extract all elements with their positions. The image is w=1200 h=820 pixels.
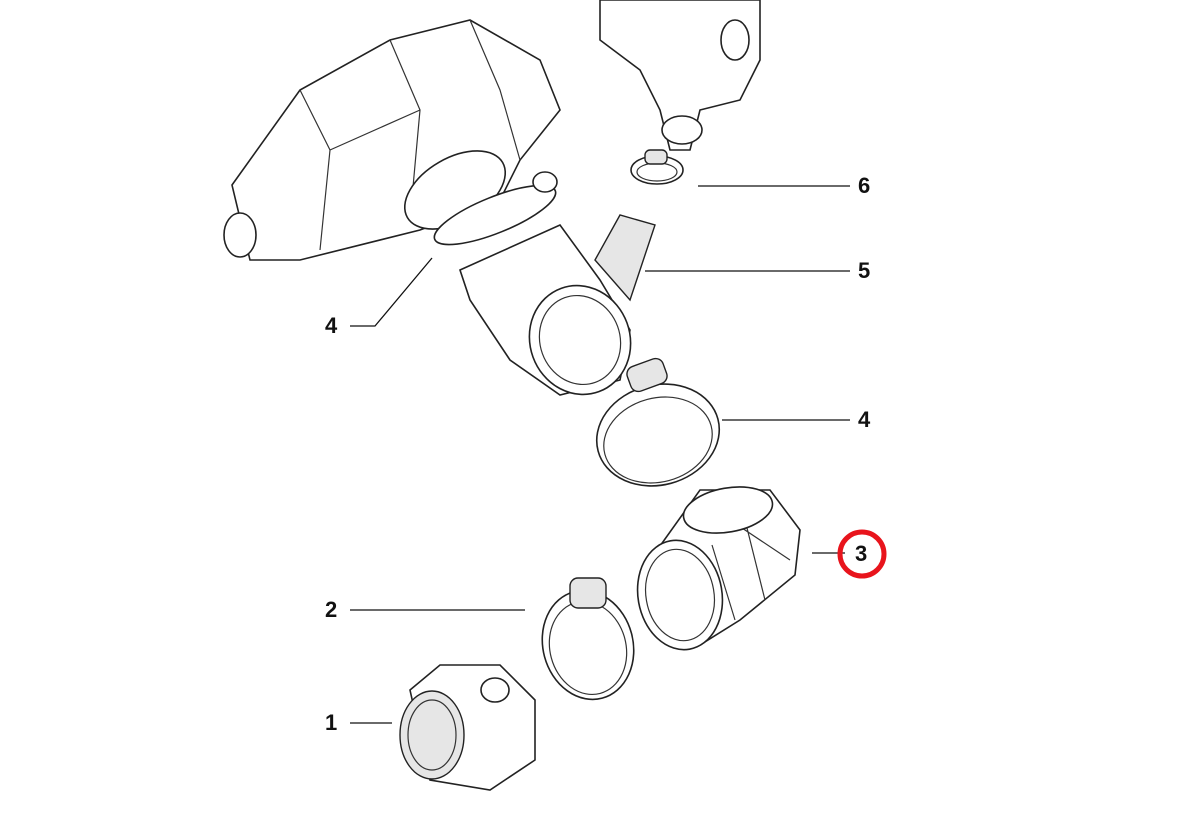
hose-clamp-2 — [541, 577, 635, 701]
intake-boot-5 — [459, 214, 656, 396]
callout-1: 1 — [325, 710, 338, 735]
callout-3: 3 — [855, 541, 868, 566]
callout-4-right: 4 — [858, 407, 871, 432]
intake-boot-3 — [636, 486, 801, 651]
callout-2: 2 — [325, 597, 338, 622]
idle-valve-pipe — [599, 0, 761, 151]
hose-clamp-6 — [630, 149, 684, 185]
leader-lines — [350, 185, 850, 724]
callout-5: 5 — [858, 258, 871, 283]
hose-clamp-4-lower — [595, 357, 721, 487]
callout-4-left: 4 — [325, 313, 338, 338]
air-mass-meter-1 — [399, 664, 536, 791]
throttle-body — [223, 19, 561, 261]
hose-clamp-4-upper — [433, 171, 558, 246]
callout-6: 6 — [858, 173, 871, 198]
highlight-circle — [837, 529, 887, 579]
